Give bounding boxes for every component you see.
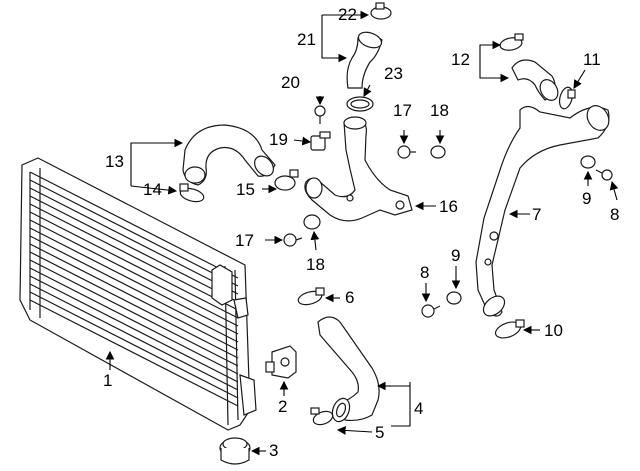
pipe-16 [304,116,413,222]
hose-21 [346,31,383,89]
callout-19: 19 [269,130,288,149]
callout-5: 5 [375,423,385,442]
bolt-20 [314,105,326,124]
clamps [179,2,576,426]
callout-17-top: 17 [393,101,412,120]
callout-16: 16 [439,197,458,216]
callout-1: 1 [103,371,113,390]
callout-17-left: 17 [235,231,254,250]
callout-8-right: 8 [610,205,620,224]
callout-18-top: 18 [430,101,449,120]
fasteners [283,145,613,318]
intercooler [19,157,257,431]
pipe-7 [475,105,610,317]
callout-21: 21 [297,30,316,49]
callout-14: 14 [143,180,162,199]
callout-15: 15 [236,180,255,199]
callout-20: 20 [281,73,300,92]
callout-10: 10 [544,321,563,340]
hose-13 [182,124,276,186]
lower-hose [317,316,380,423]
bracket [265,345,297,379]
callout-2: 2 [278,397,288,416]
callout-22: 22 [338,5,357,24]
sensor-19 [310,131,331,151]
callout-9-right: 9 [582,189,592,208]
callout-3: 3 [269,441,279,460]
callout-7: 7 [532,205,542,224]
callout-23: 23 [384,64,403,83]
callout-8-lower: 8 [420,263,430,282]
leader-lines [105,10,619,456]
grommet [219,437,251,465]
callout-12: 12 [451,50,470,69]
callout-13: 13 [105,152,124,171]
callout-9-lower: 9 [451,246,461,265]
callout-18-left: 18 [306,255,325,274]
callout-4: 4 [414,399,424,418]
callout-6: 6 [345,288,355,307]
hose-12 [511,59,559,101]
callout-11: 11 [583,50,601,69]
